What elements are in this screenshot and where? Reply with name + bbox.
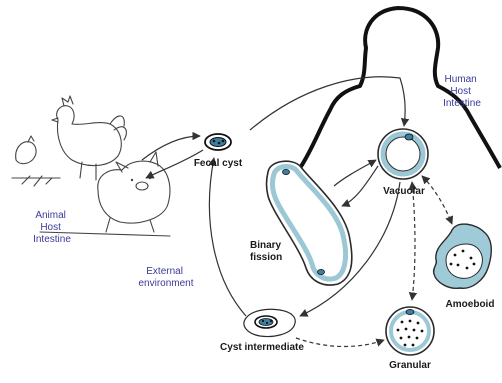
arrow-vacuolar-granular	[412, 182, 415, 300]
arrow-fission-to-vacuolar	[334, 160, 376, 186]
vacuolar-label: Vacuolar	[383, 186, 425, 197]
animal-host-label: Animal Host Intestine	[33, 210, 71, 245]
arrow-cyst-intermediate-to-fecal-cyst	[209, 158, 246, 316]
binary-fission-label: Binary fission	[250, 240, 284, 263]
arrow-vacuolar-to-fission	[342, 166, 378, 206]
arrow-vacuolar-amoeboid	[422, 176, 452, 224]
fecal-cyst-label: Fecal cyst	[194, 158, 243, 169]
fecal-cyst	[205, 134, 231, 150]
arrow-cyst-to-human	[250, 77, 405, 130]
binary-fission-form	[267, 161, 352, 285]
granular-form	[386, 307, 434, 355]
cyst-intermediate-label: Cyst intermediate	[220, 342, 304, 353]
cyst-intermediate-form	[244, 309, 295, 336]
arrow-cyst-intermediate-granular	[296, 338, 384, 347]
vacuolar-form	[378, 129, 428, 179]
amoeboid-form	[434, 224, 492, 288]
granular-label: Granular	[389, 360, 431, 371]
external-environment-label: External environment	[138, 266, 193, 289]
amoeboid-label: Amoeboid	[446, 299, 495, 310]
